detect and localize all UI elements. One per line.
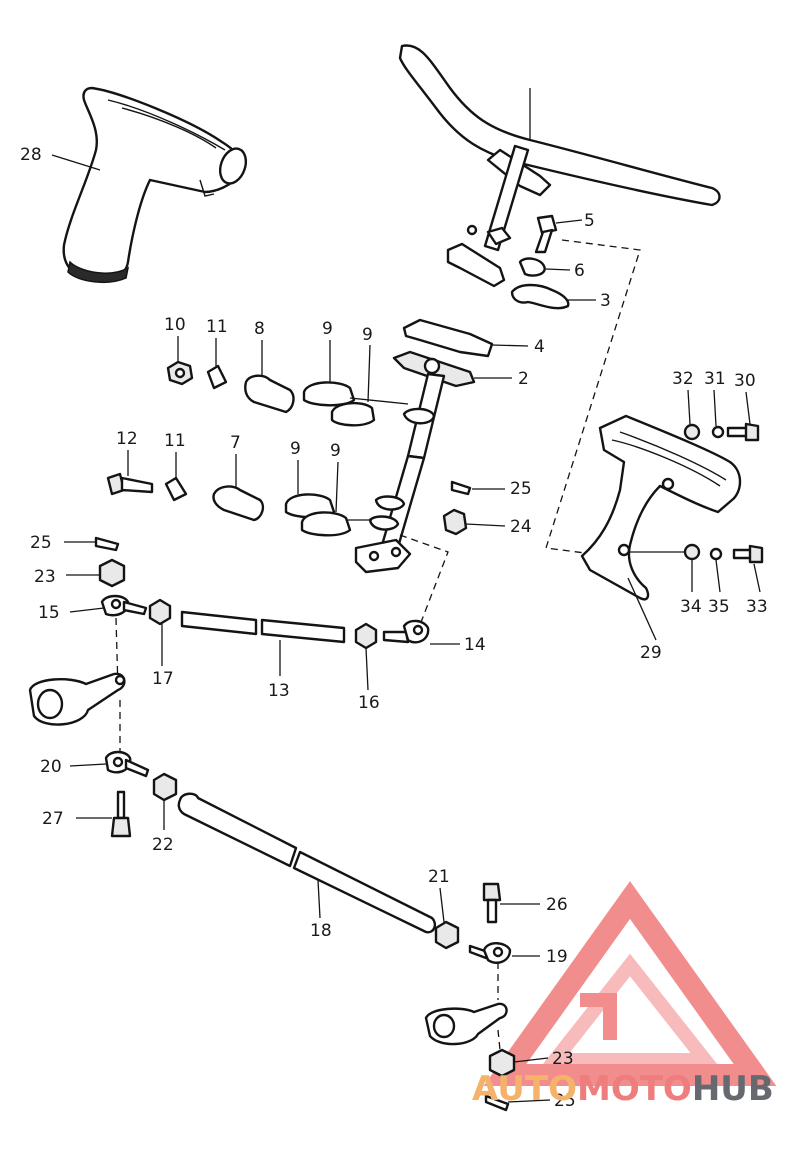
callout-6: 6 xyxy=(574,261,585,281)
part-9-bushing-upper xyxy=(302,340,409,427)
callout-24: 24 xyxy=(510,517,532,537)
callout-25-mid: 25 xyxy=(510,479,532,499)
part-12-bolt xyxy=(106,450,154,496)
part-28-grip-cover xyxy=(62,86,248,283)
part-24-nut xyxy=(442,508,506,536)
part-10-nut xyxy=(166,336,194,386)
part-23-nut-lower xyxy=(488,1048,549,1078)
part-18-tie-rod xyxy=(177,792,437,934)
callout-5: 5 xyxy=(584,211,595,231)
part-27-bolt xyxy=(76,790,132,838)
part-19-ball-joint xyxy=(468,942,540,964)
assembly-line-column-14 xyxy=(399,534,449,631)
callout-17: 17 xyxy=(152,669,174,689)
part-9-bushing-lower xyxy=(284,460,372,537)
part-35-washer xyxy=(709,547,723,593)
svg-text:AUTOMOTOHUB: AUTOMOTOHUB xyxy=(472,1069,774,1109)
callout-21: 21 xyxy=(428,867,450,887)
part-15-ball-joint xyxy=(69,594,148,617)
part-5-bolt xyxy=(534,214,583,254)
part-11-washer-upper xyxy=(206,338,228,390)
part-26-bolt xyxy=(482,882,540,924)
callout-9-lower-b: 9 xyxy=(330,441,341,461)
callout-31: 31 xyxy=(704,369,726,389)
callout-9-upper-b: 9 xyxy=(362,325,373,345)
callout-27: 27 xyxy=(42,809,64,829)
callout-29: 29 xyxy=(640,643,662,663)
callout-33: 33 xyxy=(746,597,768,617)
callout-20: 20 xyxy=(40,757,62,777)
callout-9-upper-a: 9 xyxy=(322,319,333,339)
watermark-text: AUTOMOTOHUB xyxy=(472,1069,774,1109)
callout-8: 8 xyxy=(254,319,265,339)
callout-10: 10 xyxy=(164,315,186,335)
part-17-nut xyxy=(148,598,172,666)
part-7-clamp xyxy=(212,454,265,522)
callout-18: 18 xyxy=(310,921,332,941)
part-21-nut xyxy=(434,887,460,950)
callout-15: 15 xyxy=(38,603,60,623)
callout-12: 12 xyxy=(116,429,138,449)
callout-14: 14 xyxy=(464,635,486,655)
callout-34: 34 xyxy=(680,597,702,617)
part-2-plate xyxy=(392,350,512,388)
callout-23-lower: 23 xyxy=(552,1049,574,1069)
callout-23-upper: 23 xyxy=(34,567,56,587)
assembly-line-5-29 xyxy=(545,239,641,554)
part-31-washer xyxy=(711,389,725,439)
callout-7: 7 xyxy=(230,433,241,453)
part-33-screw xyxy=(732,544,764,593)
part-steering-column xyxy=(354,372,446,574)
callout-13: 13 xyxy=(268,681,290,701)
callout-30: 30 xyxy=(734,371,756,391)
part-34-nut xyxy=(630,543,701,592)
callout-35: 35 xyxy=(708,597,730,617)
part-4-plate xyxy=(402,318,529,358)
callout-numbers: 28 5 6 3 10 11 8 9 9 4 2 32 31 30 12 11 … xyxy=(20,145,768,1111)
callout-9-lower-a: 9 xyxy=(290,439,301,459)
part-pitman-arm-right xyxy=(424,1002,508,1046)
callout-32: 32 xyxy=(672,369,694,389)
part-32-nut xyxy=(683,389,701,441)
callout-25-lower: 25 xyxy=(554,1091,576,1111)
part-8-clamp xyxy=(244,340,295,414)
part-20-ball-joint xyxy=(69,750,150,778)
callout-11-lower: 11 xyxy=(164,431,186,451)
callout-3: 3 xyxy=(600,291,611,311)
watermark-hub: HUB xyxy=(692,1069,774,1109)
part-25-pin-lower xyxy=(484,1094,551,1112)
watermark-logo xyxy=(483,881,777,1086)
callout-11-upper: 11 xyxy=(206,317,228,337)
assembly-line-right xyxy=(497,962,501,1051)
part-25-pin-mid xyxy=(450,480,505,496)
callout-26: 26 xyxy=(546,895,568,915)
part-11-washer-lower xyxy=(164,452,188,502)
callout-19: 19 xyxy=(546,947,568,967)
part-30-screw xyxy=(726,391,760,442)
part-23-nut-upper xyxy=(66,558,126,588)
part-22-nut xyxy=(152,772,178,830)
callout-4: 4 xyxy=(534,337,545,357)
callout-28: 28 xyxy=(20,145,42,165)
part-3-clamp xyxy=(510,283,596,310)
part-25-pin-left xyxy=(64,536,120,552)
part-13-tie-rod xyxy=(180,610,346,676)
callout-22: 22 xyxy=(152,835,174,855)
part-16-nut xyxy=(354,622,378,691)
watermark-moto: MOTO xyxy=(577,1069,692,1109)
watermark-auto: AUTO xyxy=(472,1069,577,1109)
callout-16: 16 xyxy=(358,693,380,713)
part-6-washer xyxy=(518,257,571,277)
part-29-bracket xyxy=(580,414,742,641)
callout-2: 2 xyxy=(518,369,529,389)
callout-25-left: 25 xyxy=(30,533,52,553)
part-14-ball-joint xyxy=(382,619,460,645)
part-pitman-arm-left xyxy=(28,672,126,726)
part-handlebar xyxy=(398,44,721,288)
